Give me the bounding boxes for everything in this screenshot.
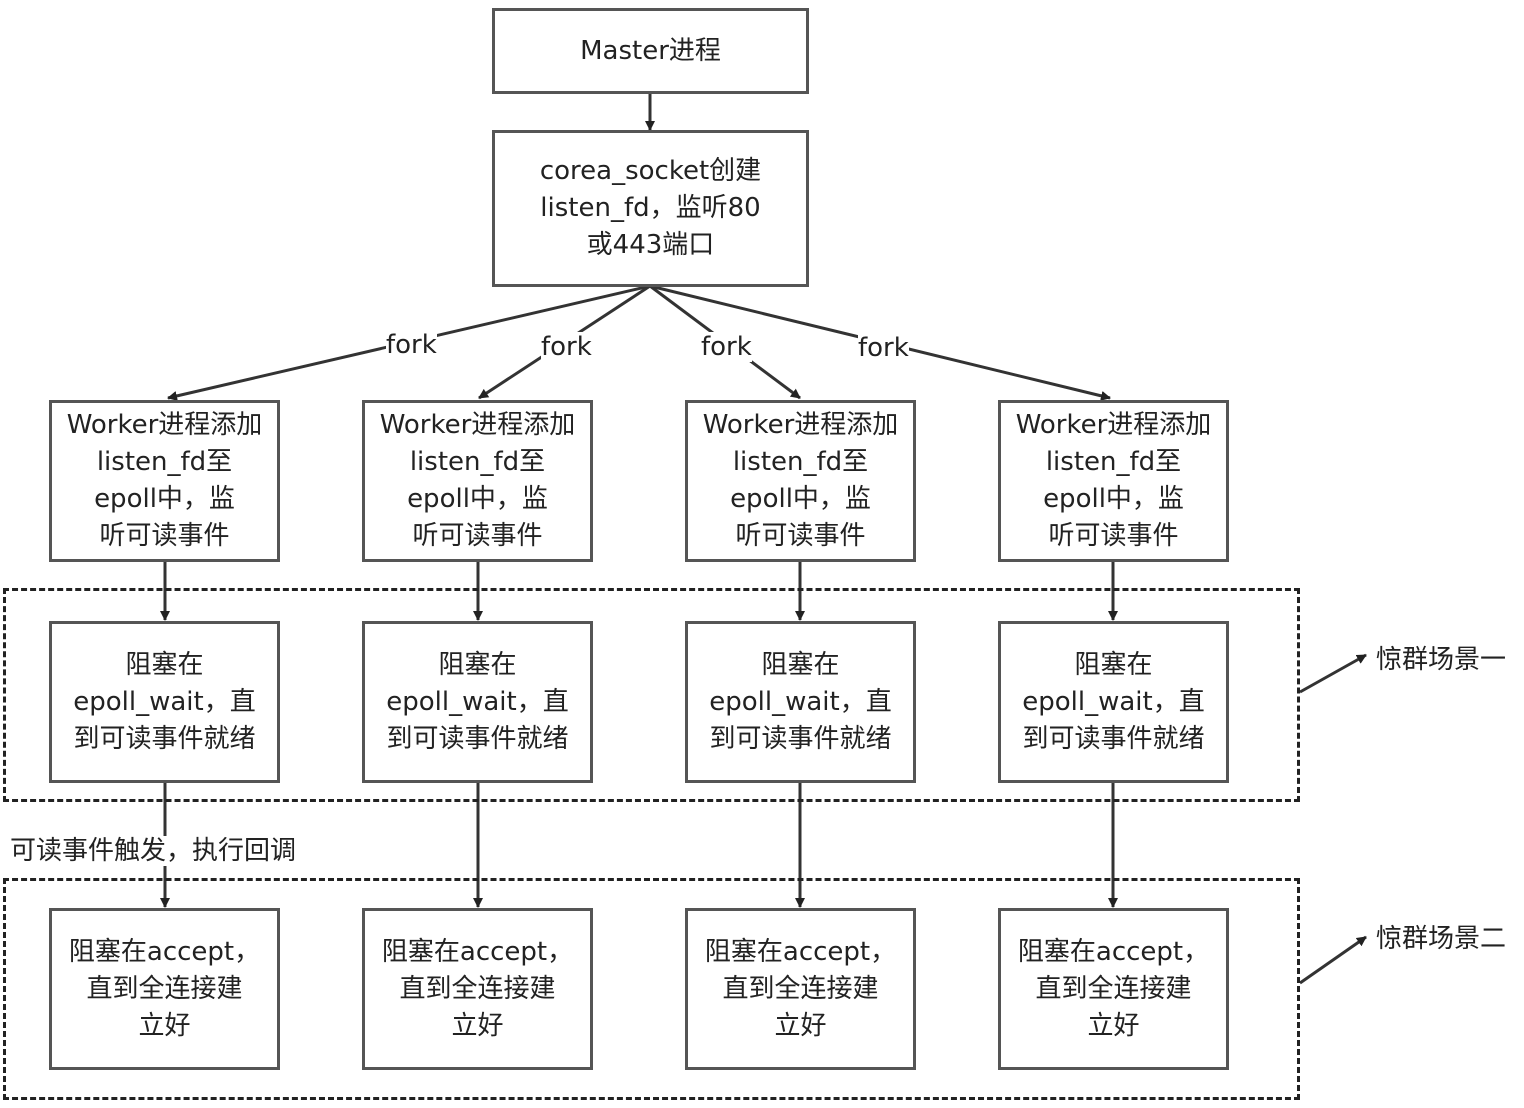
callback-label: 可读事件触发，执行回调 bbox=[10, 836, 297, 866]
worker-add-node-3: Worker进程添加 listen_fd至 epoll中，监 听可读事件 bbox=[685, 400, 916, 562]
worker-add-label: Worker进程添加 listen_fd至 epoll中，监 听可读事件 bbox=[1015, 410, 1212, 551]
epoll-wait-node-4: 阻塞在 epoll_wait，直 到可读事件就绪 bbox=[998, 621, 1229, 783]
worker-add-node-1: Worker进程添加 listen_fd至 epoll中，监 听可读事件 bbox=[49, 400, 280, 562]
arrow-scenario-two bbox=[1299, 935, 1367, 985]
epoll-wait-label: 阻塞在 epoll_wait，直 到可读事件就绪 bbox=[73, 649, 256, 754]
scenario-one-label: 惊群场景一 bbox=[1376, 645, 1507, 675]
scenario-two-region bbox=[3, 878, 1300, 1100]
fork-label-1: fork bbox=[386, 330, 437, 360]
epoll-wait-node-3: 阻塞在 epoll_wait，直 到可读事件就绪 bbox=[685, 621, 916, 783]
arrow-scenario-one bbox=[1299, 653, 1367, 694]
scenario-two-label: 惊群场景二 bbox=[1376, 924, 1507, 954]
socket-create-label: corea_socket创建 listen_fd，监听80 或443端口 bbox=[539, 156, 762, 260]
accept-label: 阻塞在accept， 直到全连接建 立好 bbox=[704, 936, 897, 1041]
accept-node-2: 阻塞在accept， 直到全连接建 立好 bbox=[362, 908, 593, 1070]
fork-label-4: fork bbox=[858, 333, 909, 363]
accept-node-3: 阻塞在accept， 直到全连接建 立好 bbox=[685, 908, 916, 1070]
epoll-wait-label: 阻塞在 epoll_wait，直 到可读事件就绪 bbox=[386, 649, 569, 754]
epoll-wait-label: 阻塞在 epoll_wait，直 到可读事件就绪 bbox=[1022, 649, 1205, 754]
socket-create-node: corea_socket创建 listen_fd，监听80 或443端口 bbox=[492, 130, 809, 287]
master-process-label: Master进程 bbox=[580, 35, 721, 66]
accept-label: 阻塞在accept， 直到全连接建 立好 bbox=[381, 936, 574, 1041]
accept-node-4: 阻塞在accept， 直到全连接建 立好 bbox=[998, 908, 1229, 1070]
epoll-wait-node-2: 阻塞在 epoll_wait，直 到可读事件就绪 bbox=[362, 621, 593, 783]
worker-add-label: Worker进程添加 listen_fd至 epoll中，监 听可读事件 bbox=[66, 410, 263, 551]
worker-add-label: Worker进程添加 listen_fd至 epoll中，监 听可读事件 bbox=[702, 410, 899, 551]
epoll-wait-node-1: 阻塞在 epoll_wait，直 到可读事件就绪 bbox=[49, 621, 280, 783]
worker-add-node-4: Worker进程添加 listen_fd至 epoll中，监 听可读事件 bbox=[998, 400, 1229, 562]
accept-label: 阻塞在accept， 直到全连接建 立好 bbox=[68, 936, 261, 1041]
master-process-node: Master进程 bbox=[492, 8, 809, 94]
accept-node-1: 阻塞在accept， 直到全连接建 立好 bbox=[49, 908, 280, 1070]
epoll-wait-label: 阻塞在 epoll_wait，直 到可读事件就绪 bbox=[709, 649, 892, 754]
fork-label-2: fork bbox=[541, 332, 592, 362]
fork-label-3: fork bbox=[701, 332, 752, 362]
scenario-one-region bbox=[3, 588, 1300, 802]
worker-add-label: Worker进程添加 listen_fd至 epoll中，监 听可读事件 bbox=[379, 410, 576, 551]
worker-add-node-2: Worker进程添加 listen_fd至 epoll中，监 听可读事件 bbox=[362, 400, 593, 562]
accept-label: 阻塞在accept， 直到全连接建 立好 bbox=[1017, 936, 1210, 1041]
